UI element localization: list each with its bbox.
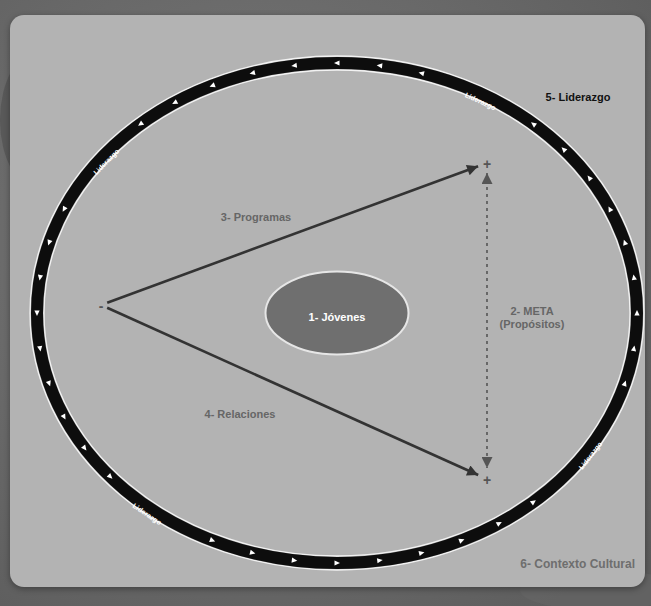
ring-arrowhead: [631, 346, 636, 352]
leadership-label: Liderazgo: [463, 91, 496, 112]
ring-arrowhead: [38, 275, 43, 281]
ring-arrowhead: [458, 539, 464, 544]
ring-arrowhead: [418, 551, 424, 556]
ring-arrowhead: [249, 550, 255, 555]
ring-arrowhead: [250, 70, 256, 75]
ring-arrowhead: [588, 175, 593, 181]
ring-arrowhead: [34, 311, 39, 317]
text-holder: 5- Liderazgo: [546, 87, 611, 105]
ring-arrowhead: [107, 473, 113, 479]
ring-band: [37, 63, 637, 563]
ring-arrowhead: [81, 445, 86, 451]
ring-arrowhead: [138, 120, 144, 125]
ring-arrowhead: [622, 381, 627, 387]
text-holder: Liderazgo: [462, 84, 500, 114]
ring-arrowhead: [172, 99, 178, 104]
text-holder: 6- Contexto Cultural: [520, 554, 635, 572]
ring-arrowhead: [632, 274, 637, 280]
pole-sign: +: [483, 472, 491, 488]
pole-mark: -: [97, 297, 106, 313]
ring-arrowhead: [562, 147, 568, 153]
edge-label: 2- META (Propósitos): [491, 305, 573, 330]
youth-shape: [266, 272, 409, 355]
ring-arrowhead: [209, 537, 215, 542]
text-holder: 3- Programas: [219, 207, 293, 225]
ring-edge: [30, 56, 644, 570]
leadership-label: Liderazgo: [92, 147, 121, 176]
ring-arrowhead: [37, 346, 42, 352]
ring-arrowhead: [48, 239, 53, 245]
text-holder: 2- META (Propósitos): [491, 305, 573, 332]
ring-arrowhead: [377, 558, 383, 563]
ring-arrowhead: [46, 380, 51, 386]
text-holder: 1- Jóvenes: [309, 307, 366, 325]
ring-arrowhead: [61, 413, 66, 419]
ring-arrowhead: [335, 560, 341, 565]
ring-arrowhead: [496, 522, 502, 527]
text-holder: -: [99, 297, 104, 315]
ring-heading: 5- Liderazgo: [546, 91, 611, 104]
pole-mark: +: [481, 471, 493, 487]
ring-arrowhead: [63, 206, 68, 212]
ring-arrowhead: [623, 240, 628, 246]
ring-arrowhead: [634, 310, 639, 316]
ring-arrowhead: [210, 82, 216, 87]
ring-arrowhead: [530, 500, 536, 505]
ring-arrowhead: [334, 60, 340, 65]
context-panel: 6- Contexto Cultural5- LiderazgoLiderazg…: [10, 15, 645, 587]
ring-arrowhead: [531, 122, 537, 127]
ring-arrowhead: [292, 558, 298, 563]
ring-arrowhead: [419, 71, 425, 76]
youth-ellipse: 1- Jóvenes: [264, 270, 410, 356]
pole-mark: +: [481, 155, 493, 171]
leadership-label: Liderazgo: [578, 440, 605, 471]
text-holder: +: [483, 155, 491, 173]
text-holder: 4- Relaciones: [203, 404, 278, 422]
leadership-ring: 5- LiderazgoLiderazgoLiderazgoLiderazgoL…: [30, 56, 644, 570]
ring-arrowhead: [377, 63, 383, 68]
text-holder: +: [483, 471, 491, 489]
dotted-arrow: [486, 173, 488, 468]
pole-sign: -: [99, 298, 104, 314]
ring-edge: [44, 70, 630, 556]
ring-arrowhead: [608, 207, 613, 213]
pole-sign: +: [483, 156, 491, 172]
edge-label: 4- Relaciones: [203, 408, 278, 421]
edge-label: 3- Programas: [219, 211, 293, 224]
context-label: 6- Contexto Cultural: [520, 558, 635, 572]
ring-arrowhead: [291, 63, 297, 68]
youth-label: 1- Jóvenes: [309, 311, 366, 324]
